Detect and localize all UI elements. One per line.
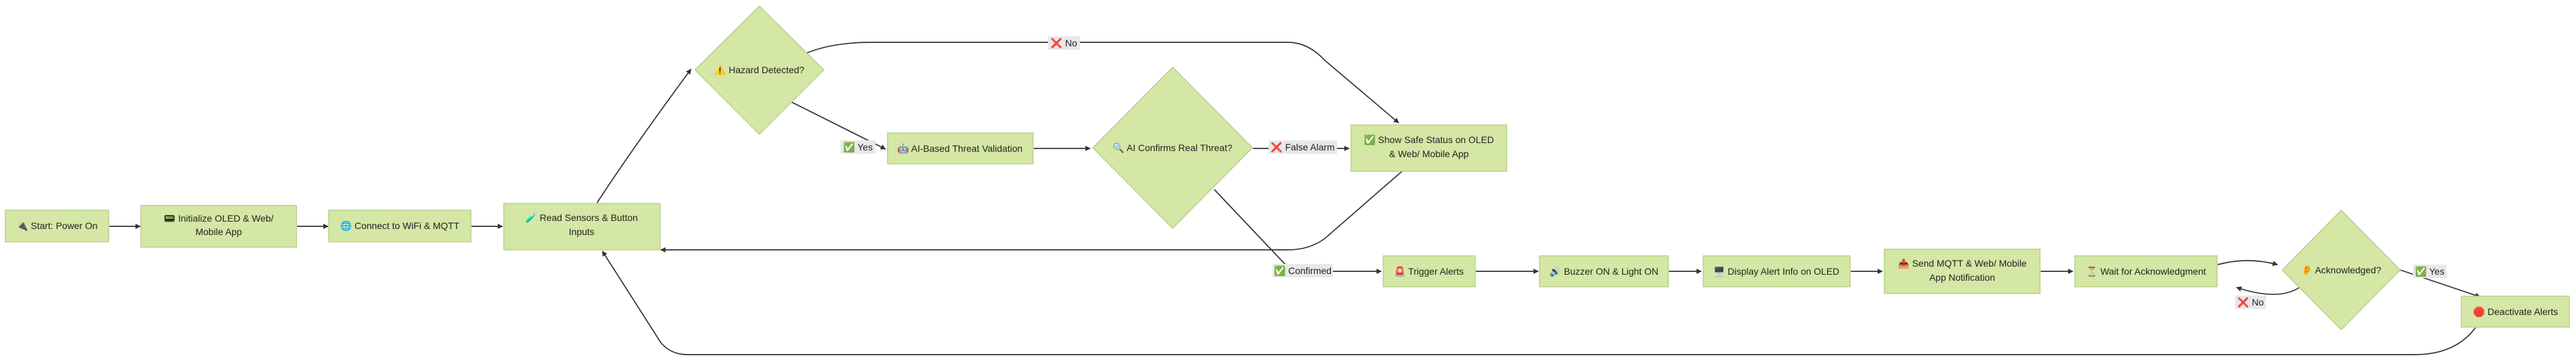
svg-text:App Notification: App Notification	[1929, 272, 1995, 283]
edge-wait-to-acknowledged	[2217, 260, 2278, 267]
node-hazard-detected[interactable]: ⚠️ Hazard Detected?	[694, 5, 824, 135]
edge-aiconfirms-confirmed-to-trigger	[1214, 189, 1382, 274]
edge-read-to-hazard	[596, 69, 692, 203]
svg-text:📟 Initialize OLED & Web/: 📟 Initialize OLED & Web/	[164, 213, 274, 224]
globe-icon: 🌐	[340, 220, 352, 232]
edges	[109, 42, 2481, 355]
edge-label-ack-yes: ✅ Yes	[2413, 265, 2447, 278]
node-safe-status[interactable]: ✅ Show Safe Status on OLED & Web/ Mobile…	[1350, 124, 1507, 172]
hourglass-icon: ⏳	[2086, 266, 2098, 277]
outbox-icon: 📤	[1898, 258, 1909, 269]
edge-hazard-no-to-safe	[804, 42, 1399, 124]
edge-acknowledged-no-to-wait	[2236, 285, 2303, 296]
svg-text:⚠️ Hazard Detected?: ⚠️ Hazard Detected?	[714, 64, 804, 76]
edge-label-ack-no: ❌ No	[2235, 296, 2266, 309]
pager-icon: 📟	[164, 213, 175, 224]
svg-text:🧪 Read Sensors & Button: 🧪 Read Sensors & Button	[525, 212, 638, 224]
node-start[interactable]: 🔌 Start: Power On	[5, 210, 109, 242]
magnifier-icon: 🔍	[1113, 142, 1124, 154]
edge-safe-to-read	[660, 171, 1403, 253]
node-trigger-alerts[interactable]: 🚨 Trigger Alerts	[1383, 255, 1476, 287]
svg-text:⏳ Wait for Acknowledgment: ⏳ Wait for Acknowledgment	[2086, 266, 2206, 277]
node-deactivate[interactable]: 🛑 Deactivate Alerts	[2461, 296, 2570, 328]
svg-text:✅ Show Safe Status on OLED: ✅ Show Safe Status on OLED	[1364, 134, 1494, 146]
node-init-oled[interactable]: 📟 Initialize OLED & Web/ Mobile App	[140, 205, 297, 248]
svg-text:& Web/ Mobile App: & Web/ Mobile App	[1389, 148, 1469, 159]
node-ai-confirms[interactable]: 🔍 AI Confirms Real Threat?	[1092, 66, 1253, 229]
edge-labels: ❌ No ✅ Yes ❌ False Alarm ✅ Confirmed ❌ N…	[841, 36, 2447, 309]
svg-text:🖥️ Display Alert Info on OLED: 🖥️ Display Alert Info on OLED	[1713, 266, 1839, 277]
node-connect-wifi[interactable]: 🌐 Connect to WiFi & MQTT	[328, 210, 472, 242]
svg-text:✅ Yes: ✅ Yes	[2415, 266, 2445, 277]
edge-label-false-alarm: ❌ False Alarm	[1269, 140, 1337, 154]
check-icon: ✅	[1364, 134, 1375, 146]
edge-label-hazard-yes: ✅ Yes	[841, 140, 875, 154]
edge-label-confirmed: ✅ Confirmed	[1273, 264, 1333, 277]
svg-text:🔊 Buzzer ON & Light ON: 🔊 Buzzer ON & Light ON	[1550, 265, 1658, 277]
svg-text:❌ No: ❌ No	[2237, 297, 2263, 308]
node-ai-validation[interactable]: 🤖 AI-Based Threat Validation	[887, 132, 1034, 165]
stop-icon: 🛑	[2473, 306, 2485, 318]
node-send-mqtt[interactable]: 📤 Send MQTT & Web/ Mobile App Notificati…	[1884, 248, 2041, 294]
monitor-icon: 🖥️	[1713, 266, 1725, 277]
plug-icon: 🔌	[17, 220, 28, 232]
svg-text:🌐 Connect to WiFi & MQTT: 🌐 Connect to WiFi & MQTT	[340, 220, 460, 232]
test-tube-icon: 🧪	[525, 212, 537, 224]
siren-icon: 🚨	[1394, 266, 1405, 277]
svg-text:❌ No: ❌ No	[1051, 38, 1077, 49]
node-read-sensors[interactable]: 🧪 Read Sensors & Button Inputs	[503, 203, 661, 251]
svg-text:❌ False Alarm: ❌ False Alarm	[1271, 142, 1334, 153]
speaker-icon: 🔊	[1550, 265, 1561, 277]
robot-icon: 🤖	[898, 143, 909, 154]
svg-text:🤖 AI-Based Threat Validation: 🤖 AI-Based Threat Validation	[898, 143, 1023, 154]
svg-text:Mobile App: Mobile App	[195, 226, 241, 237]
edge-label-hazard-no: ❌ No	[1048, 36, 1080, 50]
svg-text:🛑 Deactivate Alerts: 🛑 Deactivate Alerts	[2473, 306, 2558, 318]
warning-icon: ⚠️	[714, 64, 726, 76]
svg-text:🚨 Trigger Alerts: 🚨 Trigger Alerts	[1394, 266, 1464, 277]
svg-text:📤 Send MQTT & Web/ Mobile: 📤 Send MQTT & Web/ Mobile	[1898, 258, 2027, 269]
node-buzzer-light[interactable]: 🔊 Buzzer ON & Light ON	[1539, 255, 1669, 287]
nodes: 🔌 Start: Power On 📟 Initialize OLED & We…	[5, 5, 2570, 330]
svg-text:🔍 AI Confirms Real Threat?: 🔍 AI Confirms Real Threat?	[1113, 142, 1232, 154]
ear-icon: 👂	[2301, 265, 2312, 275]
node-wait-ack[interactable]: ⏳ Wait for Acknowledgment	[2074, 255, 2218, 287]
node-acknowledged[interactable]: 👂 Acknowledged?	[2282, 210, 2401, 330]
svg-text:✅ Yes: ✅ Yes	[843, 142, 873, 153]
svg-text:🔌 Start: Power On: 🔌 Start: Power On	[17, 220, 98, 232]
edge-deactivate-to-read	[602, 251, 2476, 355]
node-display-alert[interactable]: 🖥️ Display Alert Info on OLED	[1703, 255, 1851, 287]
svg-text:👂 Acknowledged?: 👂 Acknowledged?	[2301, 265, 2381, 275]
svg-text:✅ Confirmed: ✅ Confirmed	[1274, 265, 1332, 277]
svg-text:Inputs: Inputs	[569, 226, 594, 237]
